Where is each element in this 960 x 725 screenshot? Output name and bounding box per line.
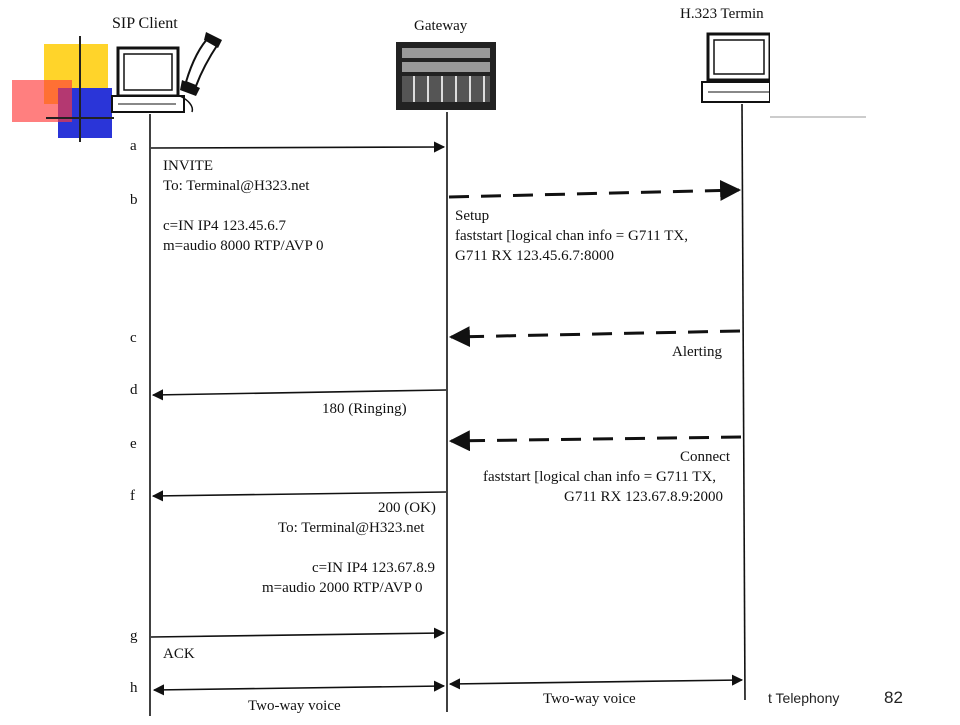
message-ok: 200 (OK) To: Terminal@H323.net c=IN IP4 … — [262, 500, 436, 596]
arrow-ok — [151, 490, 447, 502]
message-setup: Setup faststart [logical chan info = G71… — [455, 208, 688, 264]
step-label-b: b — [130, 192, 138, 208]
arrow-voice-right — [448, 674, 744, 690]
svg-text:c=IN IP4 123.45.6.7: c=IN IP4 123.45.6.7 — [163, 218, 287, 234]
arrow-ack — [150, 627, 446, 639]
step-label-a: a — [130, 138, 137, 154]
svg-text:faststart [logical chan info =: faststart [logical chan info = G711 TX, — [455, 228, 688, 244]
telephone-handset-icon — [179, 32, 222, 113]
step-label-f: f — [130, 488, 135, 504]
message-voice-right: Two-way voice — [543, 691, 636, 707]
message-connect: Connect faststart [logical chan info = G… — [483, 449, 731, 505]
svg-text:faststart [logical chan info =: faststart [logical chan info = G711 TX, — [483, 469, 716, 485]
computer-icon-sip-client — [111, 46, 185, 113]
message-ringing: 180 (Ringing) — [322, 401, 407, 417]
arrow-ringing — [151, 389, 447, 401]
arrow-invite — [150, 141, 446, 153]
footer-text: t Telephony — [768, 690, 840, 706]
svg-text:INVITE: INVITE — [163, 158, 213, 174]
h323-terminal-label: H.323 Termin — [680, 6, 764, 22]
step-label-d: d — [130, 382, 138, 398]
message-voice-left: Two-way voice — [248, 698, 341, 714]
arrow-setup — [448, 179, 742, 201]
gateway-label: Gateway — [414, 18, 468, 34]
svg-text:c=IN IP4 123.67.8.9: c=IN IP4 123.67.8.9 — [312, 560, 435, 576]
svg-text:m=audio 2000 RTP/AVP 0: m=audio 2000 RTP/AVP 0 — [262, 580, 423, 596]
arrow-connect — [448, 430, 742, 452]
svg-text:To: Terminal@H323.net: To: Terminal@H323.net — [278, 520, 425, 536]
crop-mask — [770, 28, 870, 118]
svg-text:To: Terminal@H323.net: To: Terminal@H323.net — [163, 178, 310, 194]
sip-client-label: SIP Client — [112, 15, 178, 32]
svg-text:G711 RX 123.67.8.9:2000: G711 RX 123.67.8.9:2000 — [564, 489, 723, 505]
step-label-h: h — [130, 680, 138, 696]
svg-text:Setup: Setup — [455, 208, 489, 224]
step-label-c: c — [130, 330, 137, 346]
gateway-rack-icon — [396, 42, 496, 110]
template-decoration — [12, 36, 114, 142]
arrow-alerting — [448, 326, 741, 348]
svg-text:m=audio 8000 RTP/AVP 0: m=audio 8000 RTP/AVP 0 — [163, 238, 324, 254]
message-ack: ACK — [163, 646, 195, 662]
svg-text:Connect: Connect — [680, 449, 731, 465]
step-label-g: g — [130, 628, 138, 644]
h323-terminal-lifeline — [741, 103, 746, 701]
message-invite: INVITE To: Terminal@H323.net c=IN IP4 12… — [163, 158, 324, 254]
svg-text:G711 RX 123.45.6.7:8000: G711 RX 123.45.6.7:8000 — [455, 248, 614, 264]
step-label-e: e — [130, 436, 137, 452]
page-number: 82 — [884, 688, 903, 707]
svg-text:200 (OK): 200 (OK) — [378, 500, 436, 516]
arrow-voice-left — [152, 680, 446, 696]
computer-icon-h323-terminal — [701, 32, 772, 103]
message-alerting: Alerting — [672, 344, 722, 360]
